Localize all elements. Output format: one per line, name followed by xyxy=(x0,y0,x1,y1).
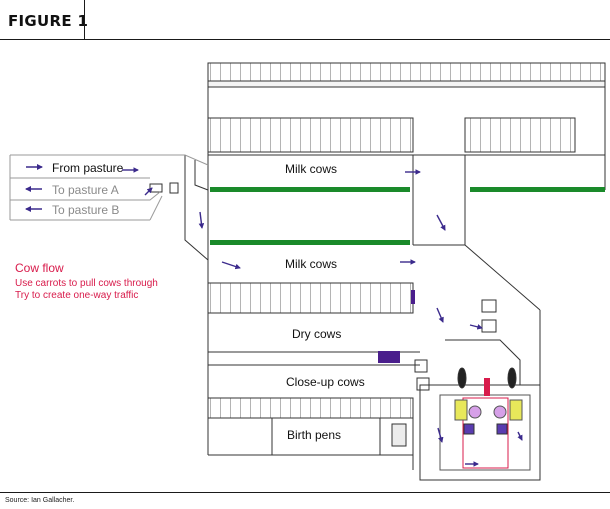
feed-alley-mid xyxy=(210,240,410,245)
area-birth-pens: Birth pens xyxy=(287,428,341,442)
flow-arrows xyxy=(122,167,523,467)
route-label-to-pasture-a: To pasture A xyxy=(52,183,119,197)
figure-title: FIGURE 1 xyxy=(8,12,89,30)
manure-pit xyxy=(378,351,400,363)
figure-source: Source: Ian Gallacher. xyxy=(5,497,75,504)
area-close-up-cows: Close-up cows xyxy=(286,375,365,389)
route-lines xyxy=(9,154,209,221)
cow-flow-line2: Try to create one-way traffic xyxy=(15,290,138,301)
area-milk-cows-1: Milk cows xyxy=(285,162,337,176)
cow-flow-line1: Use carrots to pull cows through xyxy=(15,278,158,289)
route-legend: From pasture To pasture A To pasture B xyxy=(25,161,124,217)
route-label-from-pasture: From pasture xyxy=(52,161,124,175)
gate-purple xyxy=(411,290,415,304)
cow-flow-heading: Cow flow xyxy=(15,261,64,275)
feed-alley-right xyxy=(470,187,605,192)
figure-header: FIGURE 1 xyxy=(0,0,610,40)
area-dry-cows: Dry cows xyxy=(292,327,341,341)
route-label-to-pasture-b: To pasture B xyxy=(52,203,119,217)
area-milk-cows-2: Milk cows xyxy=(285,257,337,271)
barn-layout-diagram: From pasture To pasture A To pasture B C… xyxy=(9,62,606,481)
barn-structure xyxy=(149,62,606,481)
feed-alley-upper xyxy=(210,187,410,192)
footer-rule xyxy=(0,492,610,493)
header-divider xyxy=(84,0,85,40)
cow-flow-legend: Cow flow Use carrots to pull cows throug… xyxy=(15,261,158,301)
